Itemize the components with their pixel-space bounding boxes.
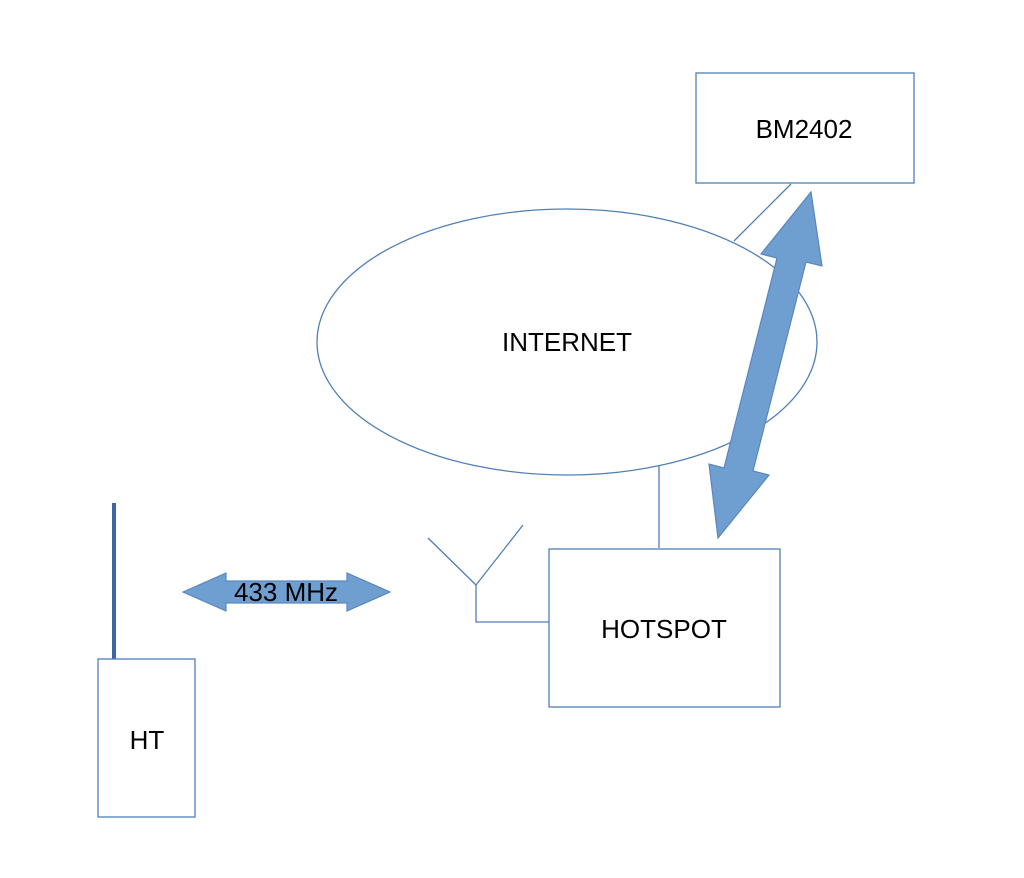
bm2402-box	[695, 72, 915, 184]
bm-hotspot-arrow	[708, 190, 823, 540]
ht-box	[97, 658, 196, 818]
hotspot-antenna-feed	[475, 585, 549, 623]
bm-internet-link	[733, 183, 792, 242]
radio-link-label: 433 MHz	[234, 577, 338, 607]
radio-link: 433 MHz	[181, 572, 392, 612]
radio-arrow-shape	[181, 572, 392, 612]
hotspot-box	[548, 548, 781, 708]
internet-ellipse	[316, 208, 818, 476]
bm-hotspot-arrow-shape	[708, 190, 823, 540]
hotspot-antenna-icon	[427, 524, 549, 623]
ht-label: HT	[130, 725, 165, 755]
hotspot-node: HOTSPOT	[548, 548, 781, 708]
bm2402-label: BM2402	[756, 114, 853, 144]
hotspot-antenna-left-arm	[427, 537, 477, 586]
hotspot-antenna-right-arm	[475, 524, 524, 586]
internet-node: INTERNET	[316, 208, 818, 476]
internet-label: INTERNET	[502, 327, 632, 357]
hotspot-label: HOTSPOT	[601, 614, 727, 644]
bm2402-node: BM2402	[695, 72, 915, 184]
ht-node: HT	[97, 503, 196, 818]
